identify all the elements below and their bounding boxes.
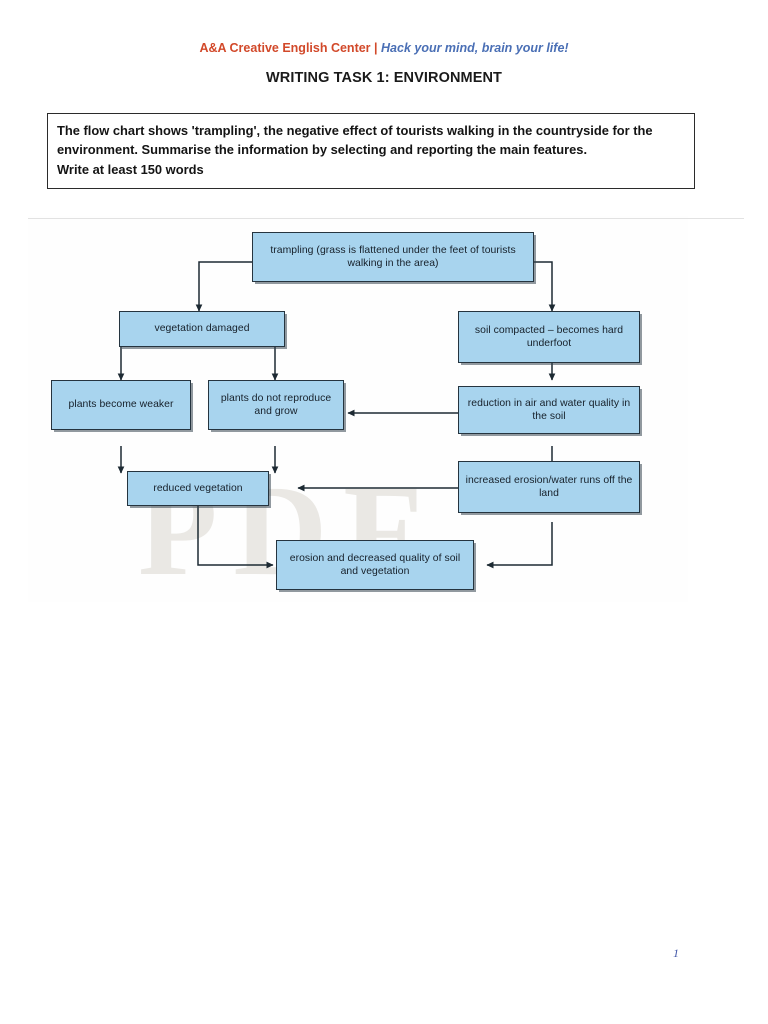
task-prompt-wordcount: Write at least 150 words: [57, 161, 204, 177]
flow-node-plants-become-weaker-label: plants become weaker: [68, 399, 174, 411]
page-number: 1: [673, 946, 679, 960]
flow-node-trampling-label: trampling (grass is flattened under the …: [270, 244, 516, 269]
figure-top-divider: [28, 218, 744, 219]
flow-node-plants-do-not-reproduce-label: plants do not reproduce and grow: [220, 392, 332, 417]
flow-node-vegetation-damaged-label: vegetation damaged: [154, 323, 250, 335]
flow-node-increased-erosion-label: increased erosion/water runs off the lan…: [465, 474, 633, 499]
task-prompt-box: The flow chart shows 'trampling', the ne…: [47, 113, 695, 190]
flow-node-trampling: trampling (grass is flattened under the …: [252, 232, 534, 282]
flow-node-soil-compacted: soil compacted – becomes hard underfoot: [458, 311, 640, 363]
flow-node-soil-compacted-label: soil compacted – becomes hard underfoot: [474, 324, 624, 349]
task-prompt-instruction: The flow chart shows 'trampling', the ne…: [57, 123, 653, 157]
flow-node-reduction-air-water-label: reduction in air and water quality in th…: [467, 397, 631, 422]
flowchart-figure: PDF: [28, 216, 744, 602]
flow-node-plants-become-weaker: plants become weaker: [51, 380, 191, 430]
page-title: WRITING TASK 1: ENVIRONMENT: [265, 70, 503, 86]
flow-node-vegetation-damaged: vegetation damaged: [119, 311, 285, 347]
flow-node-reduced-vegetation-label: reduced vegetation: [153, 482, 243, 494]
brand-name: A&A Creative English Center: [199, 41, 371, 55]
flow-node-erosion-decreased-quality-label: erosion and decreased quality of soil an…: [289, 552, 461, 577]
flow-node-reduced-vegetation: reduced vegetation: [127, 471, 269, 506]
flow-node-increased-erosion: increased erosion/water runs off the lan…: [458, 461, 640, 513]
flow-node-reduction-air-water: reduction in air and water quality in th…: [458, 386, 640, 434]
flowchart-connectors: [117, 261, 556, 569]
flowchart-canvas: trampling (grass is flattened under the …: [28, 216, 688, 602]
flow-node-plants-do-not-reproduce: plants do not reproduce and grow: [208, 380, 344, 430]
brand-tagline: Hack your mind, brain your life!: [381, 41, 569, 55]
header-separator: |: [374, 41, 378, 55]
document-header: A&A Creative English Center | Hack your …: [0, 41, 768, 55]
flow-node-erosion-decreased-quality: erosion and decreased quality of soil an…: [276, 540, 474, 590]
